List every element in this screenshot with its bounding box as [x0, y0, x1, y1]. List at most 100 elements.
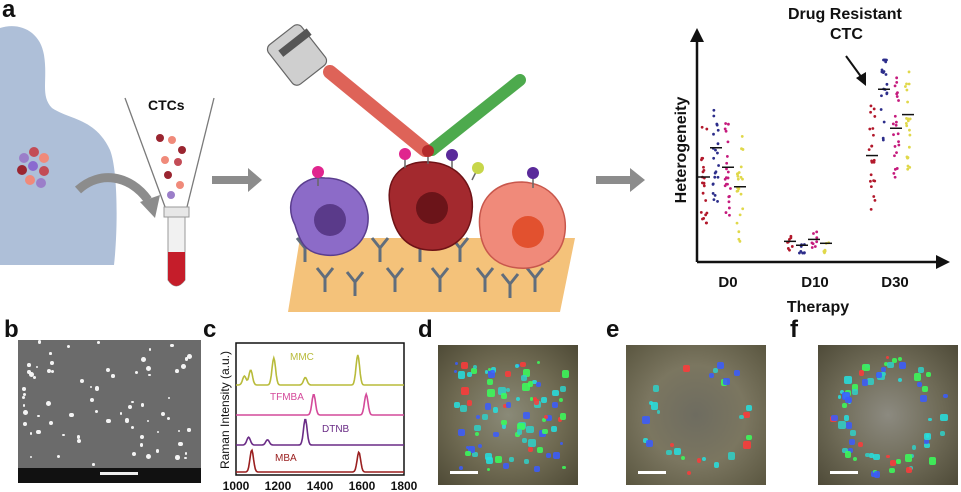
raman-spot [739, 415, 744, 420]
sem-particle [50, 361, 54, 366]
sem-image [18, 340, 201, 483]
raman-spot [558, 397, 563, 403]
raman-spot [500, 392, 507, 400]
het-point [893, 114, 897, 118]
raman-spot [541, 418, 546, 423]
sem-particle [146, 453, 152, 459]
raman-spot [723, 377, 731, 385]
raman-spot [562, 370, 570, 378]
het-point [867, 148, 871, 151]
drug-resistant-line1: Drug Resistant [788, 6, 902, 23]
het-point [736, 174, 740, 178]
sem-particle [148, 373, 151, 377]
het-point [893, 84, 897, 88]
sem-particle [69, 412, 74, 418]
het-point [907, 145, 911, 149]
sem-particle [46, 368, 52, 374]
het-point [712, 114, 716, 118]
het-point [906, 156, 910, 160]
raman-spot [484, 403, 492, 410]
raman-spot [531, 379, 537, 385]
raman-spot [516, 429, 523, 435]
het-point [739, 192, 743, 196]
sem-particle [92, 462, 95, 466]
micrograph-d [438, 345, 578, 485]
raman-spot [457, 371, 466, 380]
raman-spot [494, 456, 502, 464]
het-point [815, 240, 819, 244]
sem-particle [131, 400, 135, 404]
raman-spot [459, 404, 468, 413]
raman-spot [842, 403, 847, 408]
raman-spot [487, 378, 494, 386]
het-point [869, 179, 872, 183]
callout-arrow [845, 55, 863, 79]
raman-spot [681, 456, 685, 460]
het-point [704, 199, 708, 202]
het-point [905, 88, 909, 92]
het-point [736, 177, 740, 181]
laser-objective [266, 24, 328, 86]
het-point [741, 177, 744, 181]
raman-spot [472, 451, 478, 458]
raman-spot [522, 383, 531, 391]
het-point [729, 187, 732, 190]
raman-spot [536, 382, 542, 388]
het-point [907, 70, 911, 74]
het-point [873, 179, 877, 183]
sem-particle [79, 378, 85, 384]
raman-spot [892, 358, 898, 363]
raman-spot [842, 447, 848, 454]
raman-spot [517, 422, 525, 431]
het-point [705, 221, 708, 225]
raman-spot [543, 414, 549, 420]
het-point [881, 138, 885, 142]
sem-particle [76, 435, 81, 439]
raman-spot [532, 397, 537, 401]
raman-spot [460, 362, 469, 370]
raman-spot [917, 366, 925, 374]
right-arrow-1 [212, 168, 262, 192]
het-point [711, 192, 715, 195]
sem-particle [168, 397, 171, 400]
raman-spot [838, 420, 846, 429]
het-point [738, 213, 742, 217]
raman-spot [474, 432, 479, 436]
het-point [701, 156, 705, 160]
panel-label-a: a [2, 0, 16, 23]
raman-spot [486, 457, 494, 465]
raman-spot [471, 367, 478, 374]
raman-spot [890, 459, 897, 466]
het-point [789, 236, 793, 240]
raman-spot [923, 438, 930, 444]
sem-particle [184, 452, 188, 455]
het-point [700, 181, 704, 185]
raman-spot [896, 459, 901, 465]
raman-spot [529, 397, 534, 401]
sem-particle [139, 443, 144, 447]
het-point [905, 124, 909, 128]
raman-spot [656, 409, 661, 414]
raman-spot [905, 454, 913, 462]
raman-spot [746, 434, 753, 441]
sem-particle [187, 428, 191, 432]
het-point [699, 210, 703, 214]
het-point [724, 122, 728, 125]
het-point [873, 198, 877, 202]
raman-spot [487, 389, 496, 397]
sem-particle [49, 352, 52, 355]
raman-spot [504, 371, 511, 377]
raman-spot [861, 363, 870, 372]
raman-spot [713, 367, 719, 373]
raman-spot [881, 367, 887, 372]
het-point [723, 127, 727, 131]
raman-spot [492, 407, 498, 413]
sem-particle [181, 364, 186, 370]
raman-spot [887, 361, 894, 369]
het-point [882, 120, 886, 124]
raman-spot [652, 385, 659, 392]
het-point [713, 193, 717, 197]
category-d10: D10 [801, 274, 829, 291]
raman-spot [857, 441, 863, 447]
